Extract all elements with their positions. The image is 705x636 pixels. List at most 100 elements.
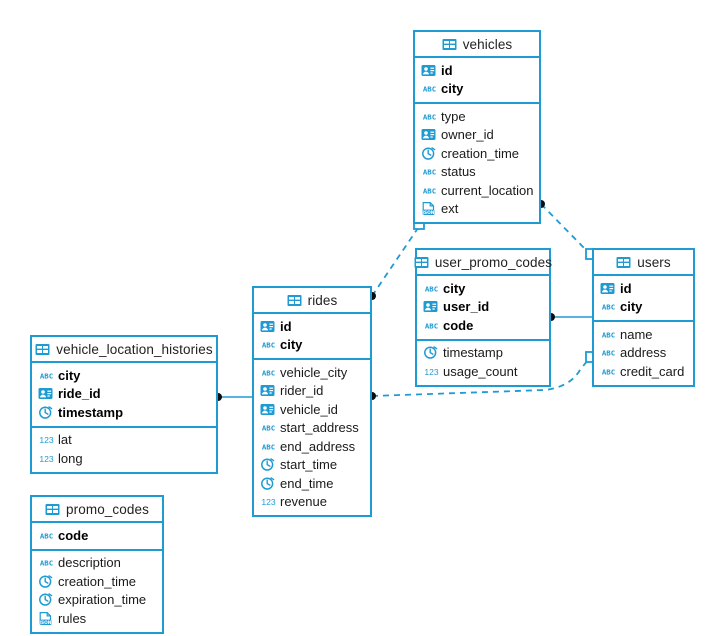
field-name: rules	[58, 610, 87, 626]
field-row[interactable]: JSON rules	[32, 609, 162, 628]
table-name: vehicles	[462, 36, 513, 52]
field-name: code	[443, 317, 474, 333]
table-name: users	[637, 254, 671, 270]
text-icon: ABC	[38, 555, 53, 570]
primary-key-row[interactable]: user_id	[417, 298, 549, 317]
text-icon: ABC	[421, 81, 436, 96]
field-row[interactable]: timestamp	[417, 344, 549, 363]
field-name: city	[441, 81, 464, 97]
field-name: ext	[441, 201, 459, 217]
table-icon	[35, 342, 50, 357]
primary-key-row[interactable]: timestamp	[32, 403, 216, 422]
field-name: start_time	[280, 457, 338, 473]
svg-text:ABC: ABC	[602, 330, 615, 339]
primary-key-row[interactable]: id	[415, 61, 539, 80]
field-row[interactable]: end_time	[254, 474, 370, 493]
field-name: creation_time	[441, 145, 520, 161]
field-name: long	[58, 450, 83, 466]
key-icon	[421, 127, 436, 142]
table-icon	[45, 502, 60, 517]
field-row[interactable]: start_time	[254, 456, 370, 475]
number-icon: 123	[38, 432, 54, 447]
svg-text:123: 123	[39, 435, 54, 445]
number-icon: 123	[260, 494, 276, 509]
field-row[interactable]: ABC vehicle_city	[254, 363, 370, 382]
text-icon: ABC	[600, 345, 615, 360]
key-icon	[600, 281, 615, 296]
field-row[interactable]: creation_time	[415, 144, 539, 163]
field-row[interactable]: creation_time	[32, 572, 162, 591]
field-name: address	[620, 345, 667, 361]
field-name: city	[443, 280, 466, 296]
field-row[interactable]: vehicle_id	[254, 400, 370, 419]
primary-key-row[interactable]: ABC city	[415, 80, 539, 99]
key-icon	[38, 386, 53, 401]
field-name: id	[620, 280, 632, 296]
field-name: vehicle_city	[280, 364, 348, 380]
field-name: end_time	[280, 475, 334, 491]
table-icon	[442, 37, 457, 52]
relationship-rel-vlh-rides[interactable]	[214, 393, 252, 401]
table-header[interactable]: vehicle_location_histories	[32, 337, 216, 363]
primary-key-row[interactable]: ABC code	[417, 316, 549, 335]
table-header[interactable]: rides	[254, 288, 370, 314]
field-row[interactable]: rider_id	[254, 382, 370, 401]
svg-text:ABC: ABC	[423, 85, 436, 94]
time-icon	[260, 457, 275, 472]
svg-text:ABC: ABC	[262, 341, 275, 350]
table-name: promo_codes	[66, 501, 149, 517]
field-row[interactable]: ABC address	[594, 344, 693, 363]
svg-text:ABC: ABC	[425, 321, 438, 330]
table-name: rides	[307, 292, 338, 308]
text-icon: ABC	[260, 439, 275, 454]
primary-key-row[interactable]: ride_id	[32, 385, 216, 404]
table-header[interactable]: users	[594, 250, 693, 276]
field-name: vehicle_id	[280, 401, 338, 417]
table-header[interactable]: vehicles	[415, 32, 539, 58]
svg-text:ABC: ABC	[40, 559, 53, 568]
primary-key-row[interactable]: id	[254, 317, 370, 336]
field-name: type	[441, 108, 466, 124]
primary-key-row[interactable]: id	[594, 279, 693, 298]
table-header[interactable]: promo_codes	[32, 497, 162, 523]
relationship-line	[371, 227, 419, 297]
field-row[interactable]: expiration_time	[32, 591, 162, 610]
field-name: status	[441, 164, 476, 180]
relationship-rel-upc-users[interactable]	[547, 313, 592, 321]
field-name: timestamp	[443, 345, 503, 361]
table-name: vehicle_location_histories	[56, 341, 213, 357]
table-header[interactable]: user_promo_codes	[414, 250, 552, 276]
text-icon: ABC	[260, 365, 275, 380]
field-name: user_id	[443, 299, 490, 315]
field-row[interactable]: owner_id	[415, 126, 539, 145]
svg-text:JSON: JSON	[38, 620, 51, 626]
